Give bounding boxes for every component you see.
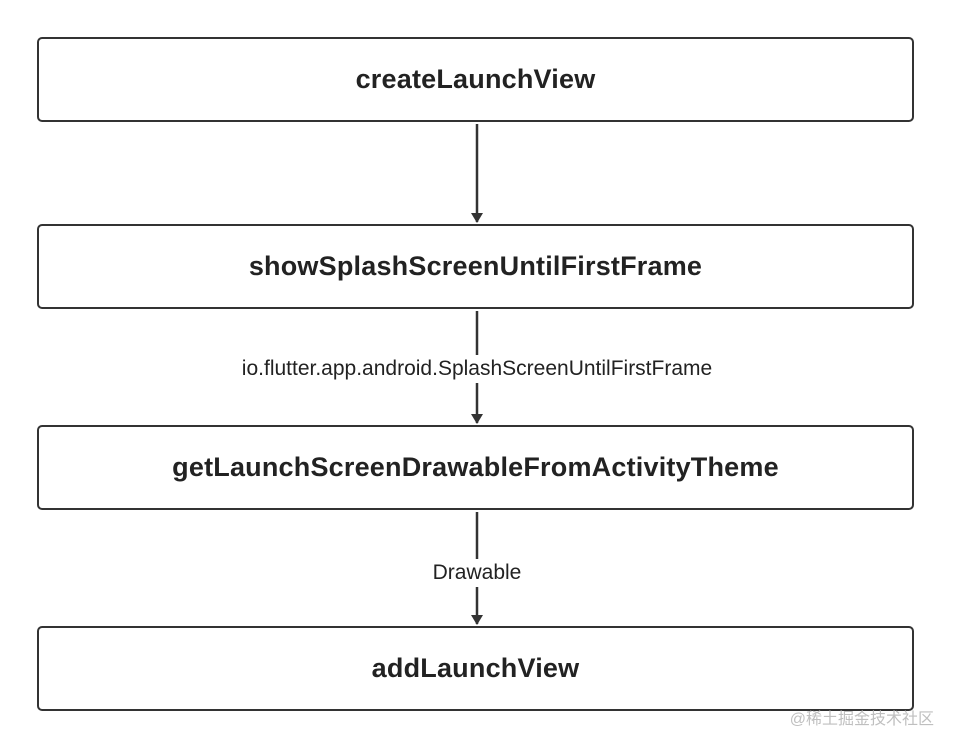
watermark: @稀土掘金技术社区 <box>789 711 934 728</box>
node-label: createLaunchView <box>355 64 596 94</box>
edge-label-splash-class: io.flutter.app.android.SplashScreenUntil… <box>238 355 716 383</box>
node-show-splash-screen: showSplashScreenUntilFirstFrame <box>37 224 914 309</box>
node-label: showSplashScreenUntilFirstFrame <box>248 251 703 281</box>
node-get-launch-screen-drawable: getLaunchScreenDrawableFromActivityTheme <box>37 425 914 510</box>
node-label: addLaunchView <box>371 653 580 683</box>
edge-label-drawable: Drawable <box>429 559 525 587</box>
node-create-launch-view: createLaunchView <box>37 37 914 122</box>
node-label: getLaunchScreenDrawableFromActivityTheme <box>172 452 779 482</box>
node-add-launch-view: addLaunchView <box>37 626 914 711</box>
